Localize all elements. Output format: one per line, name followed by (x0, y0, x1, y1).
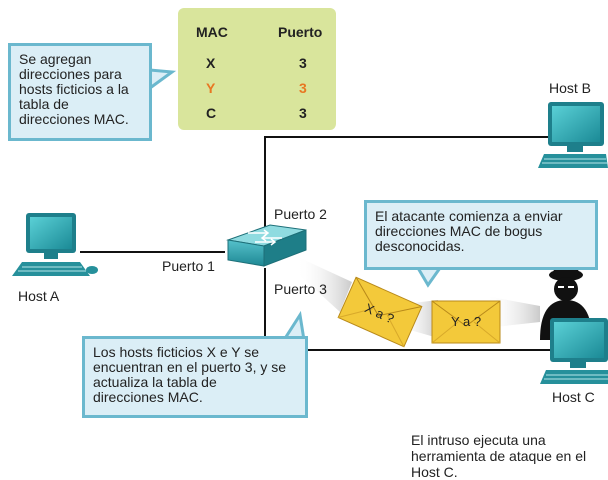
motion-trail (296, 258, 352, 312)
callout-line: desconocidas. (375, 238, 465, 254)
callout-line: Se agregan (19, 51, 92, 67)
port-label-2: Puerto 2 (274, 206, 327, 222)
port-label-3: Puerto 3 (274, 281, 327, 297)
envelope-icon-ya: Y a ? (431, 300, 501, 344)
computer-icon-host-c (540, 318, 608, 384)
note-line: herramienta de ataque en el (411, 448, 587, 464)
computer-icon-host-a (12, 213, 98, 276)
envelope-icon-xa: X a ? (337, 276, 423, 348)
callout-line: actualiza la tabla de (93, 374, 217, 390)
callout-line: encuentran en el puerto 3, y se (93, 359, 287, 375)
note-line: Host C. (411, 464, 458, 480)
callout-mac-added: Se agregan direcciones para hosts fictic… (8, 43, 152, 141)
switch-icon (226, 224, 307, 267)
callout-fictitious-hosts: Los hosts ficticios X e Y se encuentran … (82, 336, 308, 418)
cable-host-b (264, 136, 548, 232)
host-label-c: Host C (552, 389, 595, 405)
callout-attacker: El atacante comienza a enviar direccione… (364, 200, 598, 270)
envelope-label-ya: Y a ? (451, 314, 481, 329)
callout-pointer-top (148, 68, 177, 91)
callout-line: direcciones MAC de bogus (375, 223, 543, 239)
host-label-a: Host A (18, 288, 60, 304)
table-cell-port: 3 (299, 105, 307, 121)
attacker-eyes (558, 286, 574, 288)
host-label-b: Host B (549, 80, 592, 96)
callout-line: hosts ficticios a la (19, 81, 129, 97)
callout-line: Los hosts ficticios X e Y se (93, 344, 260, 360)
note-line: El intruso ejecuta una (411, 432, 546, 448)
callout-line: direcciones MAC. (93, 389, 203, 405)
table-header-port: Puerto (278, 24, 323, 40)
table-cell-port: 3 (299, 55, 307, 71)
computer-icon-host-b (538, 102, 608, 168)
callout-line: direcciones para (19, 66, 122, 82)
table-header-mac: MAC (196, 24, 228, 40)
port-label-1: Puerto 1 (162, 258, 215, 274)
callout-line: tabla de (19, 96, 69, 112)
table-cell-port-highlight: 3 (299, 80, 307, 96)
intruder-note: El intruso ejecuta una herramienta de at… (411, 432, 601, 480)
table-cell-mac: X (206, 55, 216, 71)
callout-pointer-attacker (415, 266, 443, 288)
table-cell-mac-highlight: Y (206, 80, 216, 96)
mac-address-table: MAC Puerto X 3 Y 3 C 3 (178, 8, 336, 130)
callout-line: El atacante comienza a enviar (375, 208, 563, 224)
callout-line: direcciones MAC. (19, 111, 129, 127)
table-cell-mac: C (206, 105, 217, 121)
